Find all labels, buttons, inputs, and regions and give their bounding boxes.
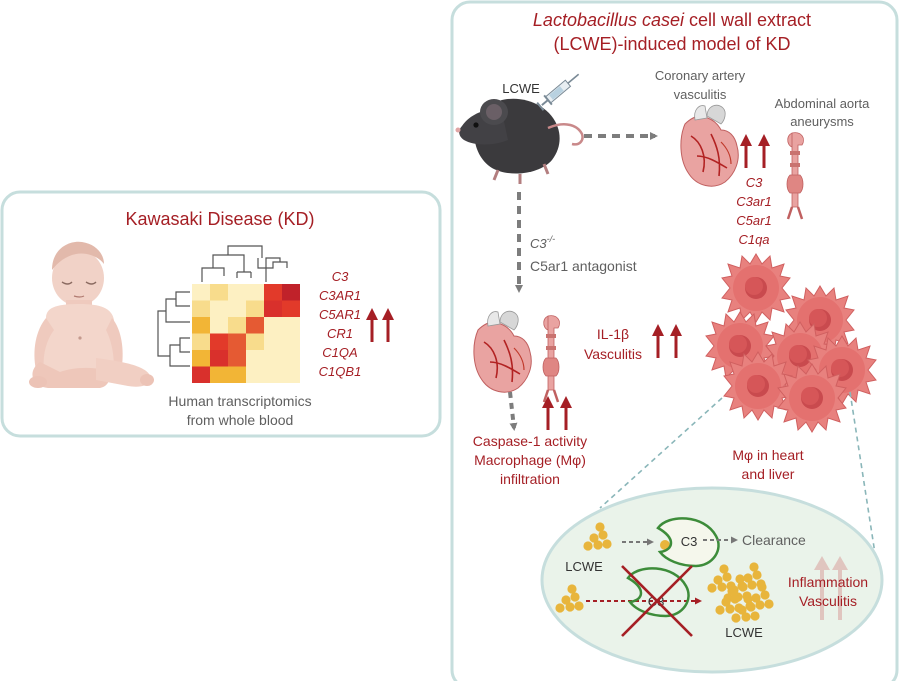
infant-icon: [29, 241, 154, 388]
il1b-label: IL-1β: [597, 326, 629, 342]
antagonist-label: C5ar1 antagonist: [530, 258, 637, 274]
heatmap-cell: [246, 284, 264, 301]
mouse-icon: [455, 98, 584, 184]
inset-c3-top: C3: [681, 534, 698, 549]
heatmap: [157, 245, 300, 383]
heatmap-cell: [282, 366, 300, 383]
kd-caption-line2: from whole blood: [187, 412, 294, 428]
zoom-line-left: [599, 397, 723, 509]
heatmap-cell: [228, 284, 246, 301]
knockout-label: C3-/-: [530, 234, 555, 251]
c3-receptor-icon: [656, 517, 720, 568]
faded-up-arrows-icon: [814, 556, 848, 620]
heatmap-cell: [210, 284, 228, 301]
vasculitis-label: Vasculitis: [584, 346, 642, 362]
heatmap-cell: [192, 284, 210, 301]
blocked-cross-icon: [621, 565, 693, 637]
kd-gene: CR1: [327, 326, 353, 341]
mphi-label-line1: Mφ in heart: [732, 447, 803, 463]
heatmap-cell: [282, 317, 300, 334]
caspase-label-line3: infiltration: [500, 471, 560, 487]
heatmap-cell: [264, 284, 282, 301]
heatmap-cell: [210, 366, 228, 383]
heatmap-cell: [246, 366, 264, 383]
heatmap-cell: [192, 366, 210, 383]
heatmap-cell: [192, 350, 210, 367]
clearance-label: Clearance: [742, 532, 806, 548]
caspase-label-line2: Macrophage (Mφ): [474, 452, 586, 468]
lcwe-title-species: Lactobacillus casei: [533, 10, 685, 30]
heatmap-cell: [282, 333, 300, 350]
knockout-sup: -/-: [547, 234, 556, 244]
heatmap-cell: [246, 317, 264, 334]
heatmap-cell: [264, 333, 282, 350]
heatmap-cells: [192, 284, 300, 383]
heatmap-cell: [228, 333, 246, 350]
heatmap-cell: [228, 366, 246, 383]
kd-gene: C1QA: [322, 345, 357, 360]
heatmap-cell: [246, 350, 264, 367]
heatmap-cell: [282, 284, 300, 301]
heatmap-cell: [282, 350, 300, 367]
inflammation-label: Inflammation: [788, 574, 868, 590]
heatmap-cell: [210, 333, 228, 350]
heatmap-cell: [264, 366, 282, 383]
heatmap-dendrogram-left: [157, 291, 190, 367]
lcwe-label: LCWE: [502, 81, 540, 96]
kd-gene: C3: [332, 269, 349, 284]
mouse-gene: C3: [746, 175, 763, 190]
inset-vasculitis-label: Vasculitis: [799, 593, 857, 609]
c3-receptor-absent-icon: [626, 567, 690, 618]
heatmap-cell: [246, 333, 264, 350]
caspase-label-line1: Caspase-1 activity: [473, 433, 587, 449]
coronary-label-line1: Coronary artery: [655, 68, 746, 83]
mouse-gene: C3ar1: [736, 194, 771, 209]
inset-lcwe-top: LCWE: [565, 559, 603, 574]
kd-gene: C5AR1: [319, 307, 361, 322]
kd-gene: C3AR1: [319, 288, 361, 303]
heatmap-cell: [228, 317, 246, 334]
lcwe-panel: Lactobacillus casei cell wall extract (L…: [450, 0, 899, 681]
lcwe-title-rest: cell wall extract: [684, 10, 811, 30]
heatmap-cell: [192, 333, 210, 350]
heatmap-cell: [282, 300, 300, 317]
syringe-icon: [536, 73, 580, 111]
heatmap-cell: [228, 300, 246, 317]
heatmap-cell: [264, 350, 282, 367]
lcwe-panel-title-line1: Lactobacillus casei cell wall extract: [533, 10, 811, 30]
kd-gene-list: C3 C3AR1 C5AR1 CR1 C1QA C1QB1: [319, 269, 362, 379]
inset-lcwe-bottom: LCWE: [725, 625, 763, 640]
mphi-label-line2: and liver: [742, 466, 795, 482]
mouse-gene-list: C3 C3ar1 C5ar1 C1qa: [736, 175, 771, 247]
heatmap-cell: [264, 300, 282, 317]
knockout-base: C3: [530, 236, 547, 251]
heatmap-cell: [246, 300, 264, 317]
kd-gene: C1QB1: [319, 364, 362, 379]
inset-mechanism: LCWE C3 Clearance C3 LCWE: [540, 486, 884, 674]
aorta-label-line1: Abdominal aorta: [775, 96, 870, 111]
kd-caption-line1: Human transcriptomics: [168, 393, 311, 409]
heatmap-cell: [210, 300, 228, 317]
lcwe-panel-title-line2: (LCWE)-induced model of KD: [553, 34, 790, 54]
mouse-gene: C5ar1: [736, 213, 771, 228]
inset-border: [540, 486, 884, 674]
zoom-line-right: [849, 391, 877, 561]
heatmap-dendrogram-top: [201, 245, 288, 282]
heatmap-cell: [192, 300, 210, 317]
heatmap-cell: [210, 317, 228, 334]
bound-particle: [660, 540, 670, 550]
heatmap-cell: [228, 350, 246, 367]
heatmap-cell: [210, 350, 228, 367]
heatmap-cell: [192, 317, 210, 334]
heatmap-cell: [264, 317, 282, 334]
aorta-label-line2: aneurysms: [790, 114, 854, 129]
kd-panel: Kawasaki Disease (KD): [0, 190, 442, 438]
mouse-gene: C1qa: [738, 232, 769, 247]
kd-panel-title: Kawasaki Disease (KD): [125, 209, 314, 229]
coronary-label-line2: vasculitis: [674, 87, 727, 102]
